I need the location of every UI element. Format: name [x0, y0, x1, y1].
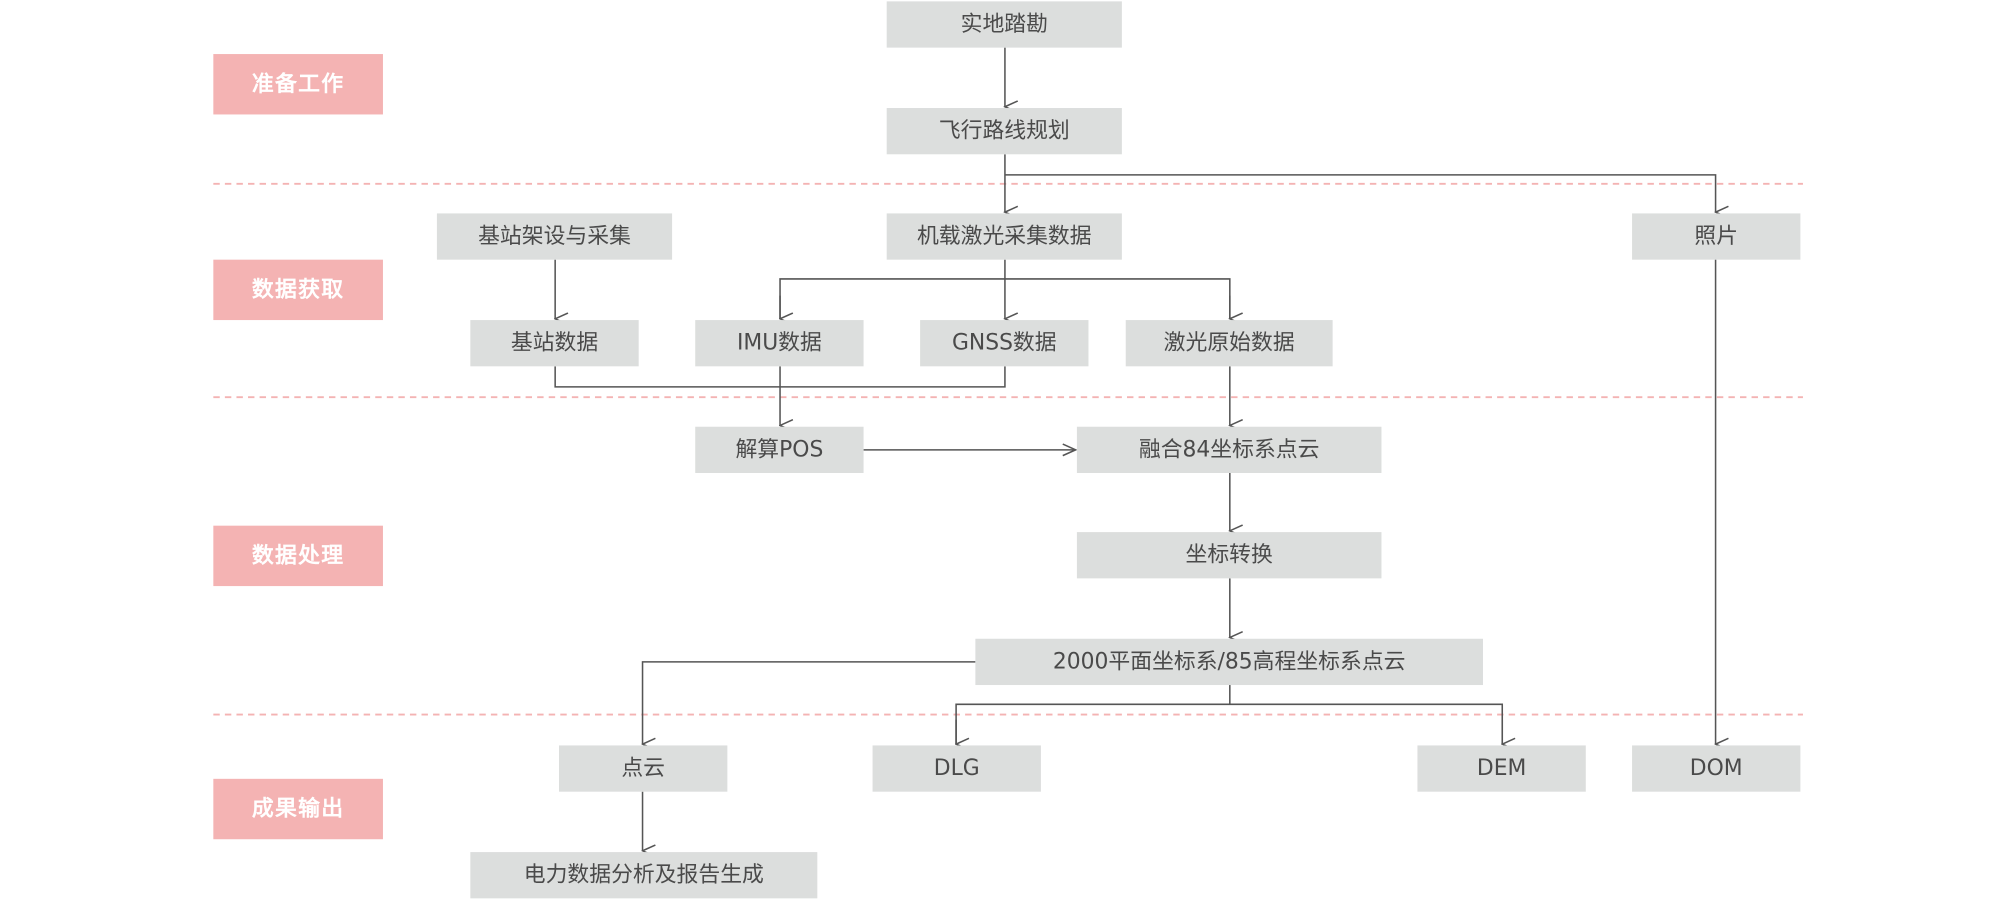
- node-label: 2000平面坐标系/85高程坐标系点云: [1053, 649, 1406, 674]
- node-label: DEM: [1477, 756, 1526, 781]
- node-survey: 实地踏勘: [886, 1, 1122, 48]
- stage-output: 成果输出: [213, 778, 383, 840]
- node-laser-raw: 激光原始数据: [1125, 320, 1333, 367]
- node-label: DOM: [1690, 756, 1743, 781]
- node-gnss: GNSS数据: [920, 320, 1089, 367]
- stage-label: 成果输出: [252, 796, 344, 822]
- node-label: 融合84坐标系点云: [1139, 437, 1320, 462]
- node-dlg: DLG: [872, 745, 1041, 792]
- node-dom: DOM: [1632, 745, 1801, 792]
- node-base-data: 基站数据: [470, 320, 639, 367]
- node-report: 电力数据分析及报告生成: [470, 852, 818, 899]
- node-label: 基站数据: [511, 331, 598, 356]
- stage-acquisition: 数据获取: [213, 259, 383, 321]
- stage-label: 数据处理: [252, 542, 344, 568]
- stage-preparation: 准备工作: [213, 54, 383, 115]
- node-base-setup: 基站架设与采集: [436, 213, 673, 260]
- stage-label: 数据获取: [252, 276, 344, 302]
- node-dem: DEM: [1417, 745, 1586, 792]
- stage-label: 准备工作: [252, 71, 344, 97]
- node-label: GNSS数据: [952, 331, 1057, 356]
- node-fusion84: 融合84坐标系点云: [1076, 426, 1382, 473]
- node-photo: 照片: [1632, 213, 1801, 260]
- node-route: 飞行路线规划: [886, 108, 1122, 155]
- stage-processing: 数据处理: [213, 525, 383, 587]
- node-label: DLG: [934, 756, 980, 781]
- node-label: 坐标转换: [1186, 543, 1273, 568]
- node-label: 实地踏勘: [961, 12, 1048, 37]
- node-transform: 坐标转换: [1076, 532, 1382, 579]
- node-pos: 解算POS: [695, 426, 864, 473]
- connectors: [555, 47, 1715, 851]
- node-label: 点云: [621, 756, 665, 781]
- node-pointcloud: 点云: [559, 745, 728, 792]
- node-airborne: 机载激光采集数据: [886, 213, 1122, 260]
- node-label: 电力数据分析及报告生成: [524, 863, 764, 888]
- node-label: 激光原始数据: [1164, 331, 1295, 356]
- node-label: IMU数据: [737, 331, 822, 356]
- node-cgcs2000: 2000平面坐标系/85高程坐标系点云: [975, 638, 1483, 686]
- node-imu: IMU数据: [695, 320, 864, 367]
- node-label: 飞行路线规划: [939, 119, 1070, 144]
- node-label: 照片: [1694, 224, 1738, 249]
- node-label: 基站架设与采集: [478, 224, 631, 249]
- node-label: 机载激光采集数据: [917, 224, 1092, 249]
- node-label: 解算POS: [735, 437, 823, 462]
